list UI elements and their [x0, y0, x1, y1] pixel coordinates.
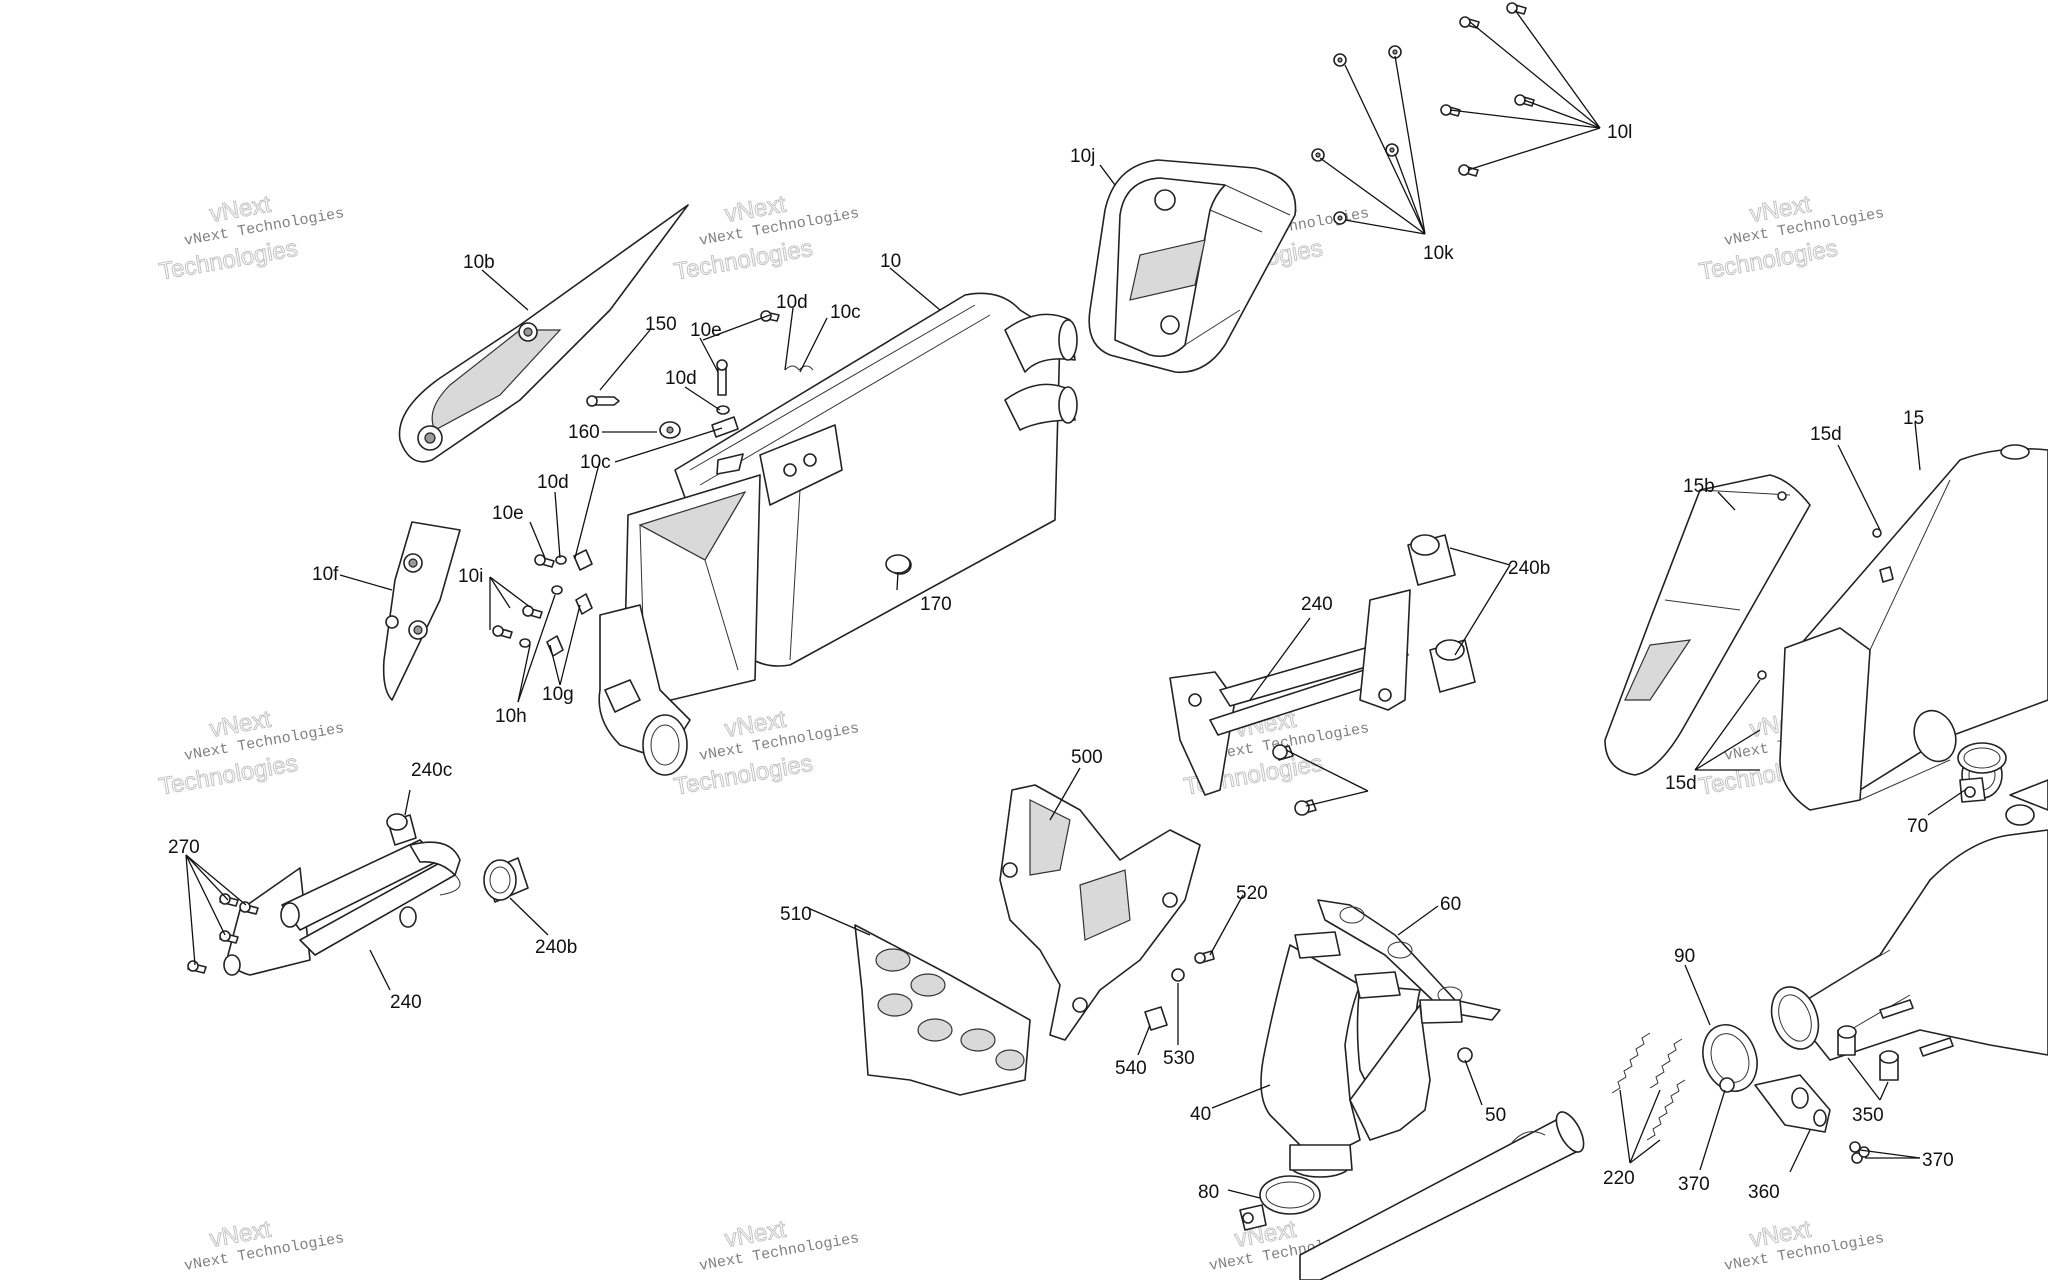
part-10f-shield: [382, 521, 461, 701]
callout-370-b: 370: [1922, 1150, 1954, 1171]
part-90-ring: [1702, 1024, 1758, 1092]
callout-10: 10: [880, 251, 901, 272]
part-15b-cover: [1604, 474, 1882, 776]
part-60-gasket: [1317, 899, 1501, 1021]
callout-150: 150: [645, 314, 677, 335]
part-70-clamp: [1957, 742, 2007, 803]
callout-10g: 10g: [542, 684, 574, 705]
callout-60: 60: [1440, 894, 1461, 915]
callout-10d-top: 10d: [776, 292, 808, 313]
part-40-manifold: [1260, 931, 1473, 1178]
callout-10c-top: 10c: [830, 302, 861, 323]
callout-80: 80: [1198, 1182, 1219, 1203]
callout-240c: 240c: [411, 760, 452, 781]
callout-530: 530: [1163, 1048, 1195, 1069]
callout-10d-low: 10d: [537, 472, 569, 493]
callout-160: 160: [568, 422, 600, 443]
callout-10b: 10b: [463, 252, 495, 273]
callout-10d-mid: 10d: [665, 368, 697, 389]
part-220-springs: [1611, 1032, 1686, 1141]
fastener-group-10k-10l: [1311, 2, 1535, 225]
callout-15: 15: [1903, 408, 1924, 429]
callout-510: 510: [780, 904, 812, 925]
part-10b-heat-shield: [398, 204, 689, 463]
callout-240-left: 240: [390, 992, 422, 1013]
part-pipe-lower: [1299, 1111, 1585, 1280]
callout-50: 50: [1485, 1105, 1506, 1126]
bushing-240b-mid: [1272, 534, 1476, 816]
part-10-muffler: [598, 292, 1078, 776]
callout-15d-top: 15d: [1810, 424, 1842, 445]
callout-10i: 10i: [458, 566, 483, 587]
part-80-clamp: [1239, 1175, 1321, 1231]
fastener-group-350-370: [1719, 1025, 1899, 1164]
part-240-bracket-mid: [1169, 589, 1411, 796]
callout-10h: 10h: [495, 706, 527, 727]
part-170-nut: [885, 554, 911, 574]
callout-10e-top: 10e: [690, 320, 722, 341]
part-240-bracket-left: [223, 839, 461, 976]
callout-240b-mid: 240b: [1508, 558, 1550, 579]
callout-500: 500: [1071, 747, 1103, 768]
callout-10f: 10f: [312, 564, 339, 585]
callout-10l: 10l: [1607, 122, 1632, 143]
callout-220: 220: [1603, 1168, 1635, 1189]
callout-350: 350: [1852, 1105, 1884, 1126]
callout-520: 520: [1236, 883, 1268, 904]
callout-170: 170: [920, 594, 952, 615]
callout-10c-mid: 10c: [580, 452, 611, 473]
fastener-group-520-540: [1144, 950, 1215, 1031]
callout-360: 360: [1748, 1182, 1780, 1203]
callout-370-a: 370: [1678, 1174, 1710, 1195]
part-10j-end-cap: [1088, 159, 1297, 374]
callout-10e-low: 10e: [492, 503, 524, 524]
callout-15b: 15b: [1683, 476, 1715, 497]
callout-540: 540: [1115, 1058, 1147, 1079]
callout-270: 270: [168, 837, 200, 858]
callout-70: 70: [1907, 816, 1928, 837]
part-rear-muffler: [1770, 779, 2048, 1061]
part-15-muffler: [1779, 444, 2048, 811]
callout-240b-left: 240b: [535, 937, 577, 958]
callout-10j: 10j: [1070, 146, 1095, 167]
part-510-heat-shield: [854, 924, 1031, 1096]
callout-10k: 10k: [1423, 243, 1454, 264]
callout-90: 90: [1674, 946, 1695, 967]
callout-15d-low: 15d: [1665, 773, 1697, 794]
callout-240-mid: 240: [1301, 594, 1333, 615]
bushing-240c-240b-left: [386, 813, 529, 903]
part-500-heat-shield: [999, 784, 1201, 1041]
leader-lines: [185, 9, 1966, 1199]
callout-labels: 10b 10 150 10e 10d 10c 10d 160 10c 10d 1…: [168, 122, 1954, 1203]
callout-40: 40: [1190, 1104, 1211, 1125]
